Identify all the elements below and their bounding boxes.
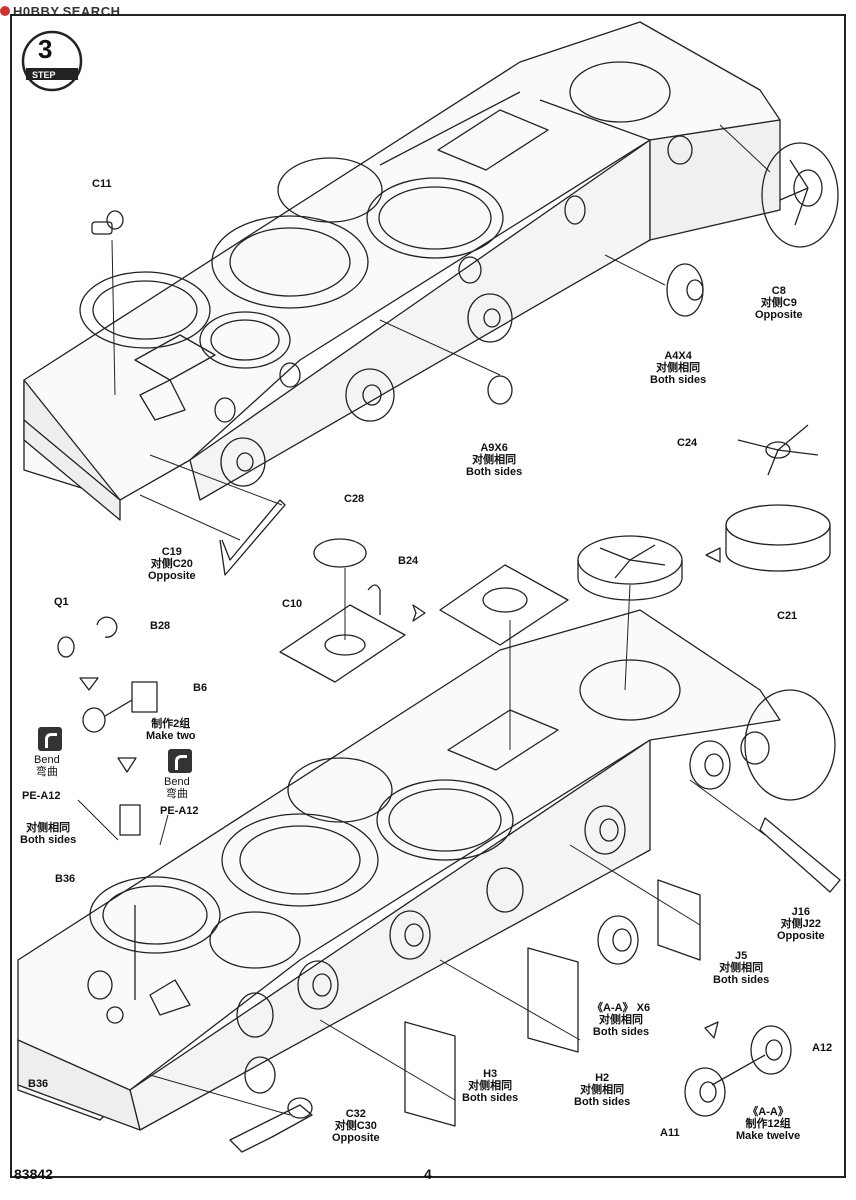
label-b28: B28 <box>150 620 171 632</box>
watermark-icon <box>0 6 10 16</box>
label-pe-a12-left: PE-A12 <box>22 790 61 802</box>
middle-parts-drawing <box>57 424 831 1039</box>
label-b24: B24 <box>398 555 419 567</box>
bend-icon <box>168 749 192 773</box>
step-number: 3 <box>38 34 53 64</box>
label-c10: C10 <box>282 598 303 610</box>
step-word: STEP <box>32 70 56 80</box>
label-b36-top: B36 <box>55 873 76 885</box>
label-c11: C11 <box>92 178 112 190</box>
label-a12: A12 <box>812 1042 833 1054</box>
upper-hull-drawing <box>23 21 839 576</box>
label-b36-bottom: B36 <box>28 1078 49 1090</box>
step-badge <box>21 30 83 92</box>
product-code: 83842 <box>14 1166 53 1182</box>
label-c21: C21 <box>777 610 798 622</box>
label-c28: C28 <box>344 493 365 505</box>
page-frame <box>10 14 846 1178</box>
label-q1: Q1 <box>54 596 69 608</box>
label-pe-a12-right: PE-A12 <box>160 805 199 817</box>
label-b6: B6 <box>193 682 208 694</box>
page-number: 4 <box>424 1166 432 1182</box>
lower-hull-drawing <box>17 609 841 1153</box>
label-c24: C24 <box>677 437 698 449</box>
bend-icon <box>38 727 62 751</box>
label-a11: A11 <box>660 1127 680 1139</box>
